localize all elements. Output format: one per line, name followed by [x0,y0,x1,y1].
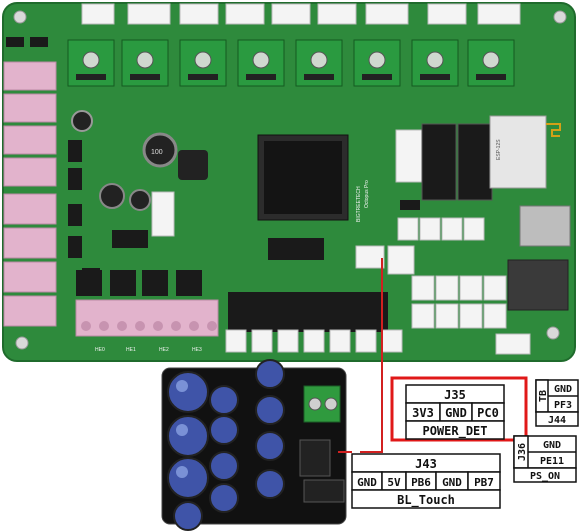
mount-hole [553,10,567,24]
wifi-label: ESP-12S [496,139,502,160]
j44-pin: PF3 [554,400,572,411]
mount-hole [13,10,27,24]
j44-title: J44 [548,415,566,426]
j35-pin: 3V3 [412,406,434,420]
mount-hole [15,336,29,350]
j36-title: J36 [517,443,528,461]
ports [507,205,571,311]
j43-pin: PB7 [474,476,494,489]
wifi-module: ESP-12S [489,115,561,189]
j44-connector-block: TB GND PF3 J44 [535,379,579,427]
mcu-chip: BIGTREETECH Octopus Pro [257,134,370,222]
misc-components [82,129,423,286]
main-board: HE0 HE1 HE2 HE3 BIGTREETECH Octopus Pro … [2,2,576,362]
brand-silkscreen: BIGTREETECH [356,186,362,222]
heater-terminals: HE0 HE1 HE2 HE3 [75,299,219,353]
j35-highlight-box [390,376,528,442]
power-module [156,359,352,531]
j43-signal: BL_Touch [397,493,455,508]
j43-title: J43 [415,457,437,471]
j44-pin: GND [554,384,572,395]
top-connectors [81,3,521,25]
heater-label: HE2 [159,347,169,353]
j43-pin: GND [442,476,462,489]
heater-label: HE1 [126,347,136,353]
fuses [6,37,82,258]
j35-pin: PC0 [477,406,499,420]
j35-connector-block: J35 3V3 GND PC0 POWER_DET [390,376,528,442]
j36-pin: PE11 [540,456,564,467]
j36-pin: GND [543,440,561,451]
signal-wire [360,258,383,453]
capacitors: 100 [71,110,208,211]
mount-hole [546,326,560,340]
heater-label: HE3 [192,347,202,353]
j35-pin: GND [445,406,467,420]
j36-connector-block: J36 GND PE11 PS_ON [513,435,577,483]
capacitor-label: 100 [151,149,163,156]
exp-headers [421,123,493,201]
j43-connector-block: J43 GND 5V PB6 GND PB7 BL_Touch [351,453,501,509]
heater-label: HE0 [95,347,105,353]
j43-pin: GND [357,476,377,489]
power-terminals [3,61,57,327]
pin-header [225,238,403,353]
j44-side-label: TB [538,390,549,402]
jst-connectors [355,217,531,355]
j43-pin: PB6 [411,476,431,489]
model-silkscreen: Octopus Pro [364,180,370,208]
j35-signal: POWER_DET [422,424,487,439]
stepper-drivers [67,39,515,87]
j36-signal: PS_ON [530,471,560,482]
j43-pin: 5V [387,476,401,489]
j35-title: J35 [444,388,466,402]
